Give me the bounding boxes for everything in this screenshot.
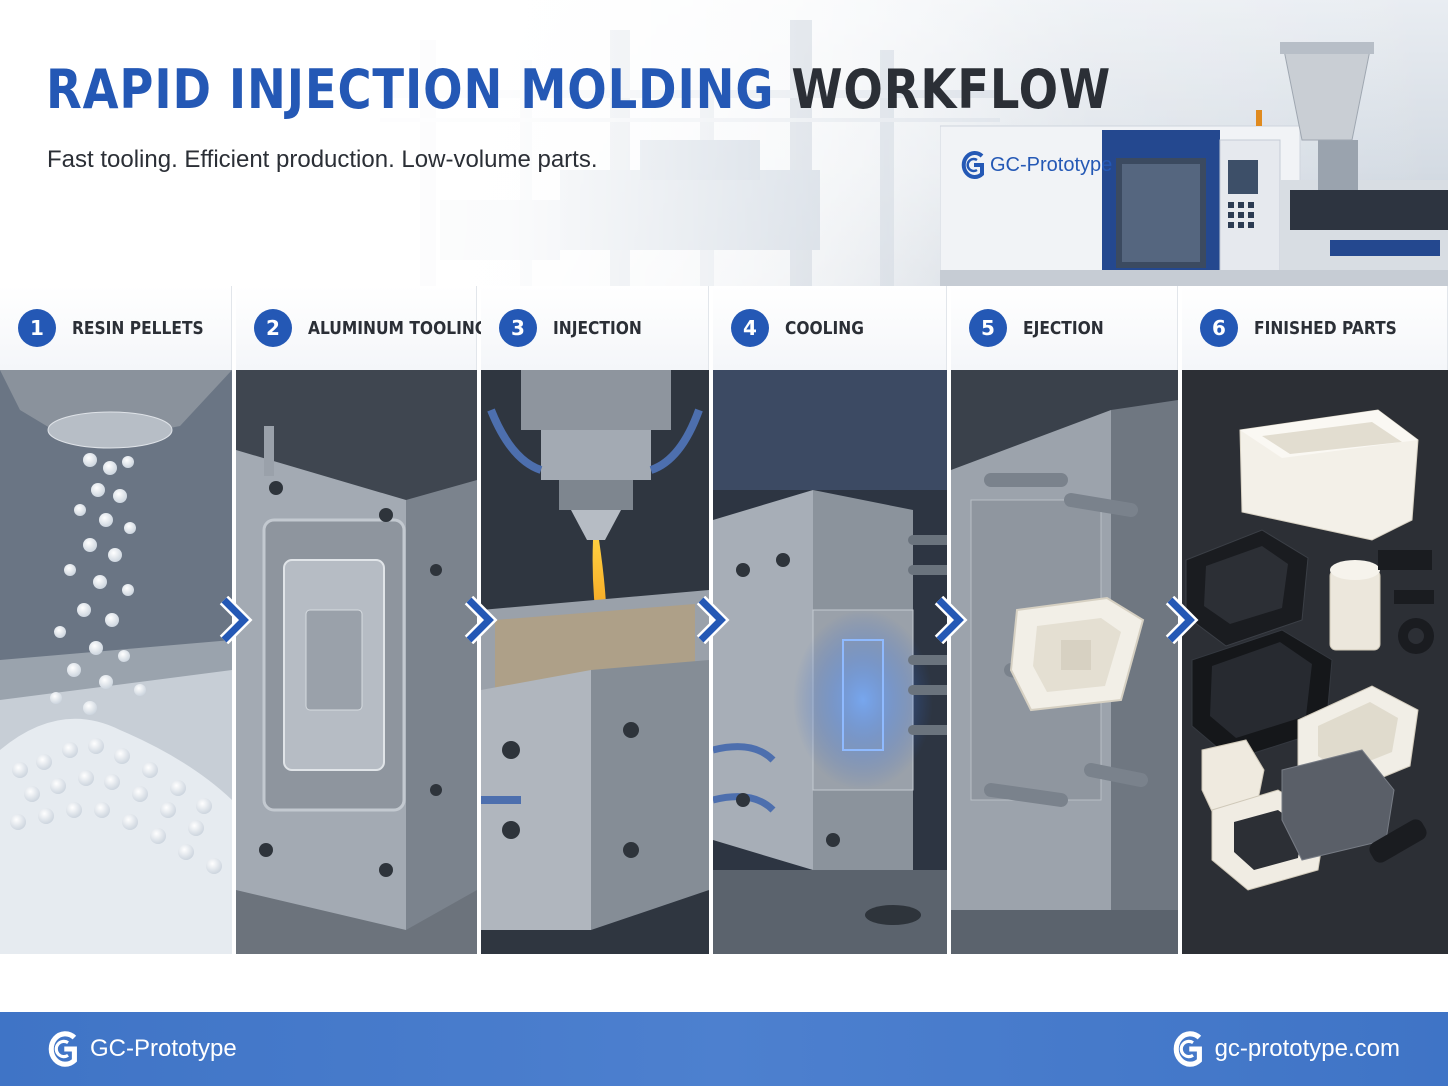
page-title: RAPID INJECTION MOLDING WORKFLOW (46, 58, 1111, 121)
machine-brand-text: GC-Prototype (990, 153, 1113, 176)
resin-pellets-image (0, 370, 232, 954)
chevron-right-icon (464, 596, 498, 644)
footer-url-text[interactable]: gc-prototype.com (1214, 1035, 1400, 1062)
step-header: 3 INJECTION (481, 286, 709, 370)
footer-website[interactable]: gc-prototype.com (1171, 1030, 1400, 1068)
step-label: INJECTION (553, 317, 642, 339)
page-subtitle: Fast tooling. Efficient production. Low-… (47, 146, 598, 173)
step-panel-finished-parts: 6 FINISHED PARTS (1182, 286, 1448, 954)
step-panel-ejection: 5 EJECTION (951, 286, 1178, 954)
step-label: ALUMINUM TOOLING (308, 317, 488, 339)
step-header: 2 ALUMINUM TOOLING (236, 286, 488, 370)
step-panel-aluminum-tooling: 2 ALUMINUM TOOLING (236, 286, 488, 954)
injection-image (481, 370, 709, 954)
step-label: RESIN PELLETS (72, 317, 204, 339)
machine-brand-label: GC-Prototype (960, 150, 1112, 180)
header-banner: RAPID INJECTION MOLDING WORKFLOW Fast to… (0, 0, 1448, 286)
title-accent: RAPID INJECTION MOLDING (46, 58, 775, 121)
step-label: COOLING (785, 317, 864, 339)
cooling-image (713, 370, 947, 954)
gc-logo-icon (1173, 1031, 1202, 1067)
finished-parts-image (1182, 370, 1448, 954)
gc-logo-icon (48, 1031, 77, 1067)
step-number-badge: 4 (731, 309, 769, 347)
chevron-right-icon (696, 596, 730, 644)
chevron-right-icon (1165, 596, 1199, 644)
factory-background-image (0, 0, 1448, 286)
ejection-image (951, 370, 1178, 954)
chevron-right-icon (219, 596, 253, 644)
step-panel-resin-pellets: 1 RESIN PELLETS (0, 286, 232, 954)
step-number-badge: 2 (254, 309, 292, 347)
step-number-badge: 6 (1200, 309, 1238, 347)
chevron-right-icon (934, 596, 968, 644)
title-rest: WORKFLOW (791, 58, 1112, 121)
step-header: 5 EJECTION (951, 286, 1178, 370)
footer-brand: GC-Prototype (46, 1030, 237, 1068)
step-number-badge: 3 (499, 309, 537, 347)
step-label: FINISHED PARTS (1254, 317, 1397, 339)
aluminum-tooling-image (236, 370, 477, 954)
step-header: 6 FINISHED PARTS (1182, 286, 1448, 370)
step-label: EJECTION (1023, 317, 1104, 339)
step-header: 4 COOLING (713, 286, 947, 370)
step-header: 1 RESIN PELLETS (0, 286, 232, 370)
step-panel-cooling: 4 COOLING (713, 286, 947, 954)
step-number-badge: 1 (18, 309, 56, 347)
footer-bar: GC-Prototype gc-prototype.com (0, 1012, 1448, 1086)
gc-logo-icon (961, 151, 984, 179)
injection-machine-image: GC-Prototype (939, 30, 1448, 286)
workflow-steps: 1 RESIN PELLETS (0, 286, 1448, 954)
step-panel-injection: 3 INJECTION (481, 286, 709, 954)
step-number-badge: 5 (969, 309, 1007, 347)
footer-brand-text: GC-Prototype (90, 1035, 237, 1062)
